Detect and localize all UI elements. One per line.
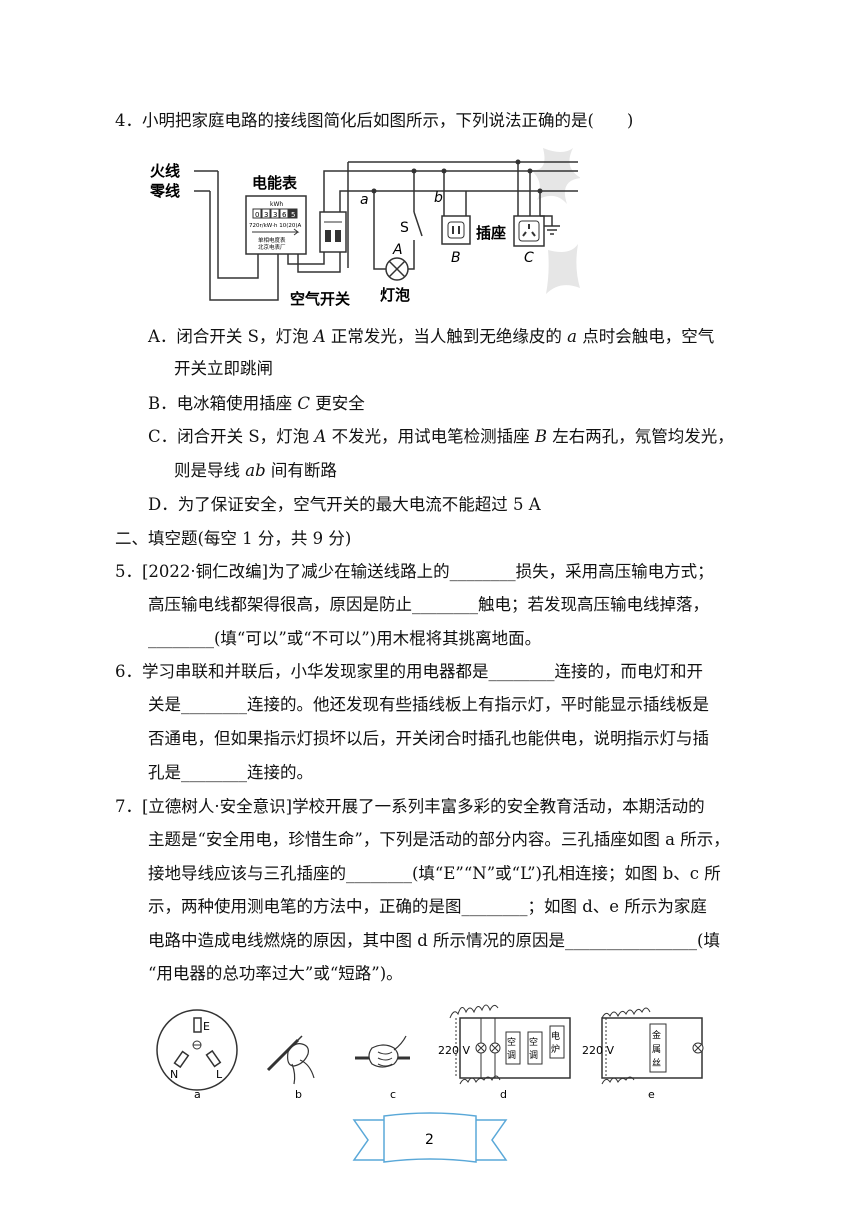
- neutral-wire-label: 零线: [149, 182, 180, 200]
- caption-d: d: [500, 1088, 507, 1101]
- stove-label-bottom: 炉: [551, 1043, 560, 1055]
- ac-2-label-top: 空: [529, 1036, 538, 1048]
- meter-title: 电能表: [252, 174, 298, 192]
- caption-c: c: [390, 1088, 396, 1101]
- figure-d-circuit: 220 V 空 调 空 调 电 炉: [438, 1004, 571, 1085]
- option-a-line-2: 开关立即跳闸: [174, 359, 273, 378]
- ac-2-label-bottom: 调: [529, 1050, 538, 1061]
- pin-n-label: N: [170, 1068, 178, 1081]
- pin-l-label: L: [216, 1068, 223, 1081]
- option-b: B．电冰箱使用插座 C 更安全: [148, 394, 365, 413]
- caption-b: b: [295, 1088, 302, 1101]
- option-d: D．为了保证安全，空气开关的最大电流不能超过 5 A: [148, 495, 541, 514]
- label-A: A: [392, 242, 403, 258]
- ground-icon: [544, 225, 560, 235]
- question-5-line-1: 5．[2022·铜仁改编]为了减少在输送线路上的________损失，采用高压输…: [115, 562, 714, 581]
- socket-label: 插座: [476, 224, 506, 242]
- energy-meter: [245, 195, 307, 255]
- point-b-label: b: [434, 190, 443, 206]
- question-7-line-1: 7．[立德树人·安全意识]学校开展了一系列丰富多彩的安全教育活动，本期活动的: [115, 797, 705, 816]
- q7-figures: E N L 220 V: [156, 1004, 704, 1101]
- option-c-line-1: C．闭合开关 S，灯泡 A 不发光，用试电笔检测插座 B 左右两孔，氖管均发光，: [148, 427, 734, 446]
- question-6-line-3: 否通电，但如果指示灯损坏以后，开关闭合时插孔也能供电，说明指示灯与插: [148, 729, 709, 748]
- air-switch: [319, 211, 347, 253]
- label-B: B: [451, 250, 461, 266]
- section-2-heading: 二、填空题(每空 1 分，共 9 分): [115, 529, 352, 548]
- switch-s: [413, 211, 423, 237]
- switch-s-label: S: [400, 220, 409, 236]
- question-6-line-2: 关是________连接的。他还发现有些插线板上有指示灯，平时能显示插线板是: [148, 695, 709, 714]
- caption-a: a: [194, 1088, 201, 1101]
- question-5-line-3: ________(填“可以”或“不可以”)用木棍将其挑离地面。: [148, 629, 542, 648]
- option-a-line-1: A．闭合开关 S，灯泡 A 正常发光，当人触到无绝缘皮的 a 点时会触电，空气: [148, 327, 715, 346]
- ac-1-label-bottom: 调: [507, 1050, 516, 1061]
- point-a-label: a: [360, 192, 369, 208]
- question-7-line-5: 电路中造成电线燃烧的原因，其中图 d 所示情况的原因是_____________…: [148, 931, 720, 950]
- figure-b-test-pen: [266, 1035, 315, 1085]
- svg-text:3: 3: [273, 211, 277, 219]
- pin-e-label: E: [203, 1020, 210, 1033]
- stove-label-top: 电: [551, 1030, 560, 1042]
- air-switch-label: 空气开关: [290, 290, 350, 308]
- wire-label-2: 属: [652, 1044, 661, 1055]
- question-7-line-3: 接地导线应该与三孔插座的________(填“E”“N”或“L”)孔相连接；如图…: [148, 864, 721, 883]
- meter-digits: 0 3 3 6 5: [252, 208, 298, 219]
- meter-spec: 720r/kW·h 10(20)A: [249, 223, 302, 229]
- meter-unit: kWh: [270, 201, 283, 208]
- page-number-ribbon: 2: [352, 1112, 508, 1163]
- label-C: C: [524, 250, 534, 266]
- svg-text:5: 5: [291, 211, 295, 219]
- figure-c-test-pen: [355, 1035, 410, 1068]
- figure-e-circuit: 220 V 金 属 丝: [582, 1007, 704, 1085]
- svg-text:0: 0: [255, 211, 259, 219]
- wire-label-3: 丝: [652, 1057, 661, 1069]
- svg-text:3: 3: [264, 211, 268, 219]
- option-c-line-2: 则是导线 ab 间有断路: [174, 461, 337, 480]
- page-number: 2: [425, 1132, 434, 1148]
- bulb-label: 灯泡: [380, 286, 410, 304]
- wire-label-1: 金: [652, 1029, 661, 1041]
- caption-e: e: [648, 1088, 655, 1101]
- voltage-e-label: 220 V: [582, 1044, 614, 1057]
- question-5-line-2: 高压输电线都架得很高，原因是防止________触电；若发现高压输电线掉落，: [148, 595, 709, 614]
- live-wire-label: 火线: [150, 162, 180, 180]
- question-7-line-2: 主题是“安全用电，珍惜生命”，下列是活动的部分内容。三孔插座如图 a 所示，: [148, 830, 730, 849]
- circuit-diagram: 火线 零线 电能表 kWh 0 3 3 6 5 720r/kW·h 10(20)…: [149, 148, 580, 308]
- meter-maker-2: 北京电表厂: [258, 243, 286, 251]
- ac-1-label-top: 空: [507, 1036, 516, 1048]
- question-4-stem: 4．小明把家庭电路的接线图简化后如图所示，下列说法正确的是( ): [115, 111, 634, 130]
- meter-maker-1: 单相电度表: [258, 236, 286, 244]
- question-6-line-1: 6．学习串联和并联后，小华发现家里的用电器都是________连接的，而电灯和开: [115, 662, 703, 681]
- question-7-line-4: 示，两种使用测电笔的方法中，正确的是图________；如图 d、e 所示为家庭: [148, 897, 707, 916]
- svg-text:6: 6: [282, 211, 287, 219]
- question-7-line-6: “用电器的总功率过大”或“短路”)。: [148, 964, 403, 983]
- voltage-d-label: 220 V: [438, 1044, 470, 1057]
- figure-a-socket: E N L: [156, 1009, 238, 1091]
- question-6-line-4: 孔是________连接的。: [148, 763, 313, 782]
